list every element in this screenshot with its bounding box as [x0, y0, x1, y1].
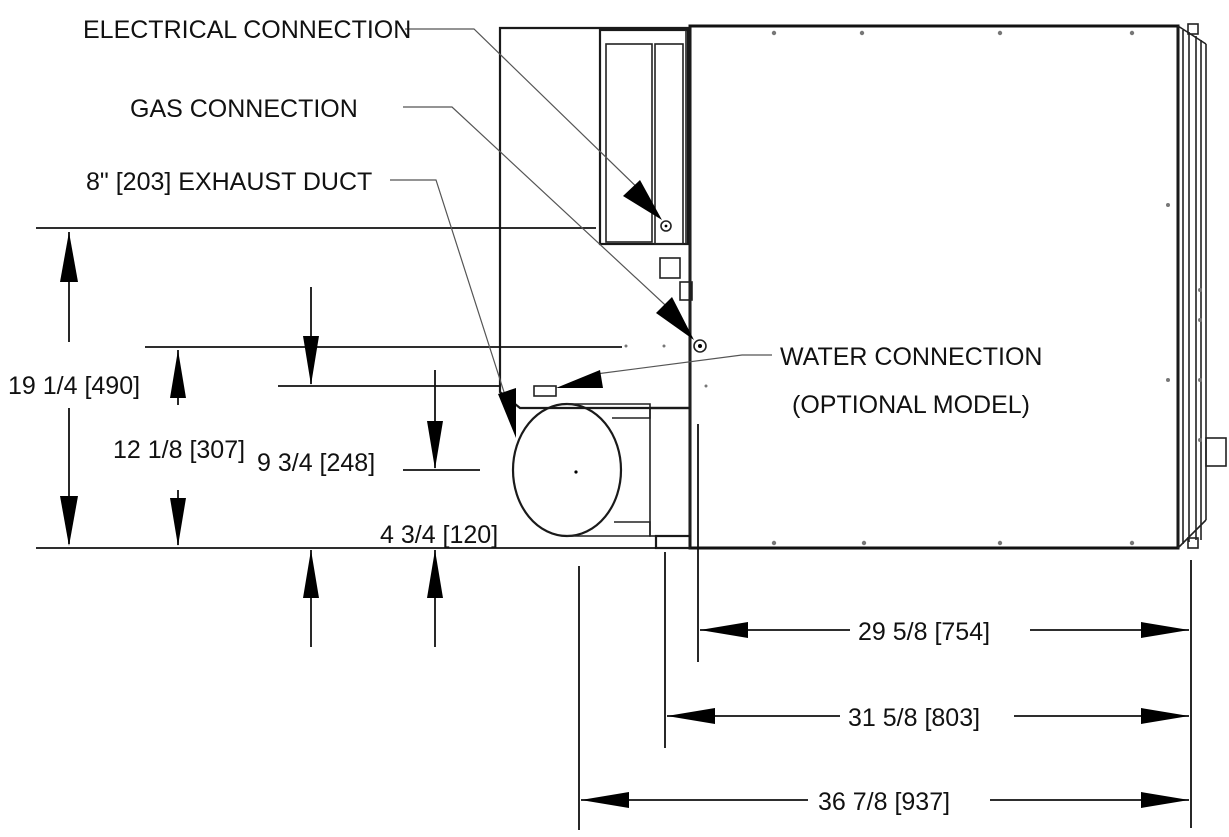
width-body-label: 29 5/8 [754] [858, 618, 990, 646]
height-total-label: 19 1/4 [490] [8, 372, 140, 400]
dim-exhaust-top [303, 287, 319, 647]
electrical-connection-point [660, 220, 672, 232]
electrical-box [598, 28, 690, 246]
dim-total-height [60, 232, 78, 546]
electrical-connection-label: ELECTRICAL CONNECTION [83, 16, 411, 44]
exhaust-duct-label: 8" [203] EXHAUST DUCT [86, 168, 372, 196]
exhaust-duct [511, 402, 692, 550]
dim-width-panel [667, 708, 1189, 724]
water-connection-note: (OPTIONAL MODEL) [792, 391, 1030, 419]
height-gas-label: 12 1/8 [307] [113, 436, 245, 464]
gas-bracket [624, 230, 708, 548]
main-cabinet [688, 24, 1180, 550]
dim-width-overall [581, 792, 1189, 808]
height-exhaust-top-label: 9 3/4 [248] [257, 449, 375, 477]
rear-utility-panel [498, 26, 692, 410]
front-door-rails [1176, 23, 1227, 549]
dim-exhaust-center [427, 370, 443, 647]
dimension-lines [36, 227, 1192, 830]
height-exhaust-center-label: 4 3/4 [120] [380, 521, 498, 549]
leader-lines [390, 28, 772, 438]
water-connection-stub [533, 385, 557, 397]
cabinet-screws [771, 30, 1170, 546]
dimension-labels: 19 1/4 [490] 12 1/8 [307] 9 3/4 [248] 4 … [8, 372, 990, 816]
width-panel-label: 31 5/8 [803] [848, 704, 980, 732]
width-overall-label: 36 7/8 [937] [818, 788, 950, 816]
gas-connection-label: GAS CONNECTION [130, 95, 358, 123]
dim-width-body [700, 622, 1189, 638]
dim-gas-height [170, 350, 186, 546]
water-connection-label: WATER CONNECTION [780, 343, 1043, 371]
callout-labels: ELECTRICAL CONNECTION GAS CONNECTION 8" … [83, 16, 1043, 419]
gas-connection-point [693, 339, 707, 353]
equipment-outline [498, 23, 1227, 550]
